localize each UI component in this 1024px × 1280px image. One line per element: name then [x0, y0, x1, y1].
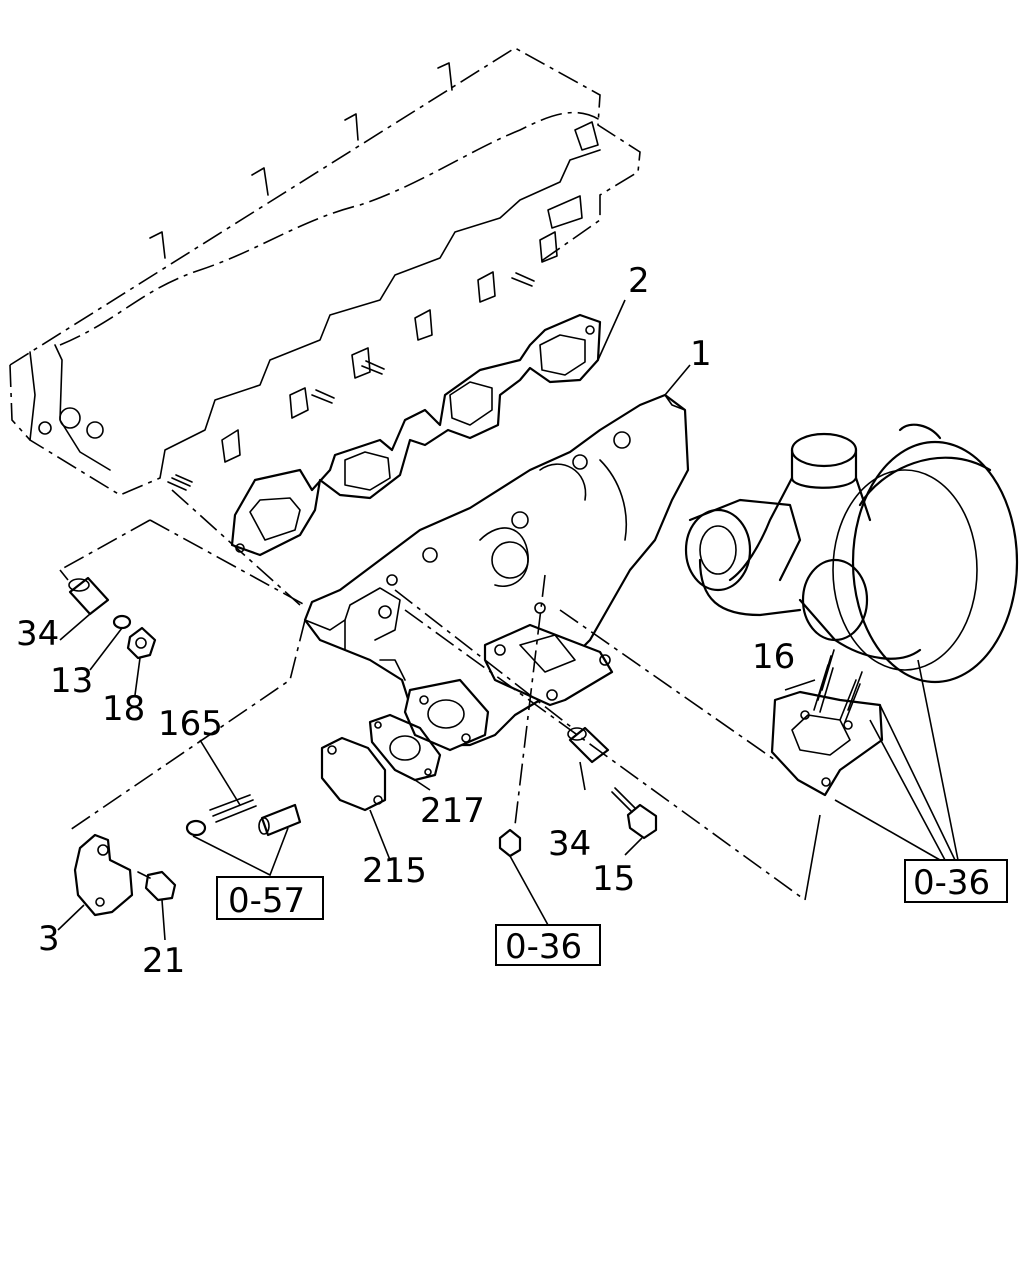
part-nut-036 [498, 828, 522, 858]
callout-3: 3 [38, 919, 60, 959]
part-34-left [68, 576, 110, 616]
exhaust-manifold [303, 393, 690, 752]
reference-box-0-36-right[interactable]: 0-36 [904, 859, 1008, 903]
reference-0-57-label: 0-57 [228, 881, 305, 921]
callout-15: 15 [592, 859, 635, 899]
callout-labels: 1 2 3 13 15 16 18 21 34 34 165 215 217 [16, 261, 795, 981]
part-21-bolt [137, 870, 177, 902]
callout-21: 21 [142, 941, 185, 981]
part-217-gasket [368, 713, 442, 782]
part-3-bracket [73, 833, 134, 917]
part-15-bolt [611, 787, 658, 840]
part-18-nut [126, 626, 157, 660]
reference-box-0-36-center[interactable]: 0-36 [495, 924, 601, 967]
callout-34-right: 34 [548, 824, 591, 864]
callout-215: 215 [362, 851, 427, 891]
callout-165: 165 [158, 704, 223, 744]
callout-16: 16 [752, 637, 795, 677]
reference-0-36-right-label: 0-36 [913, 863, 990, 903]
part-13-washer [112, 614, 132, 630]
callout-217: 217 [420, 791, 485, 831]
reference-0-36-center-label: 0-36 [505, 927, 582, 967]
reference-box-0-57[interactable]: 0-57 [216, 876, 324, 921]
part-165-stud [185, 794, 257, 837]
manifold-gasket [230, 313, 602, 557]
callout-18: 18 [102, 689, 145, 729]
cylinder-head [9, 47, 641, 496]
turbocharger [684, 423, 1019, 797]
part-sleeve [258, 803, 302, 837]
callout-2: 2 [628, 261, 650, 301]
callout-1: 1 [690, 334, 712, 374]
part-34-right [567, 726, 610, 764]
callout-34-left: 34 [16, 614, 59, 654]
callout-13: 13 [50, 661, 93, 701]
part-215-plate [320, 736, 387, 812]
leader-lines [57, 299, 959, 941]
